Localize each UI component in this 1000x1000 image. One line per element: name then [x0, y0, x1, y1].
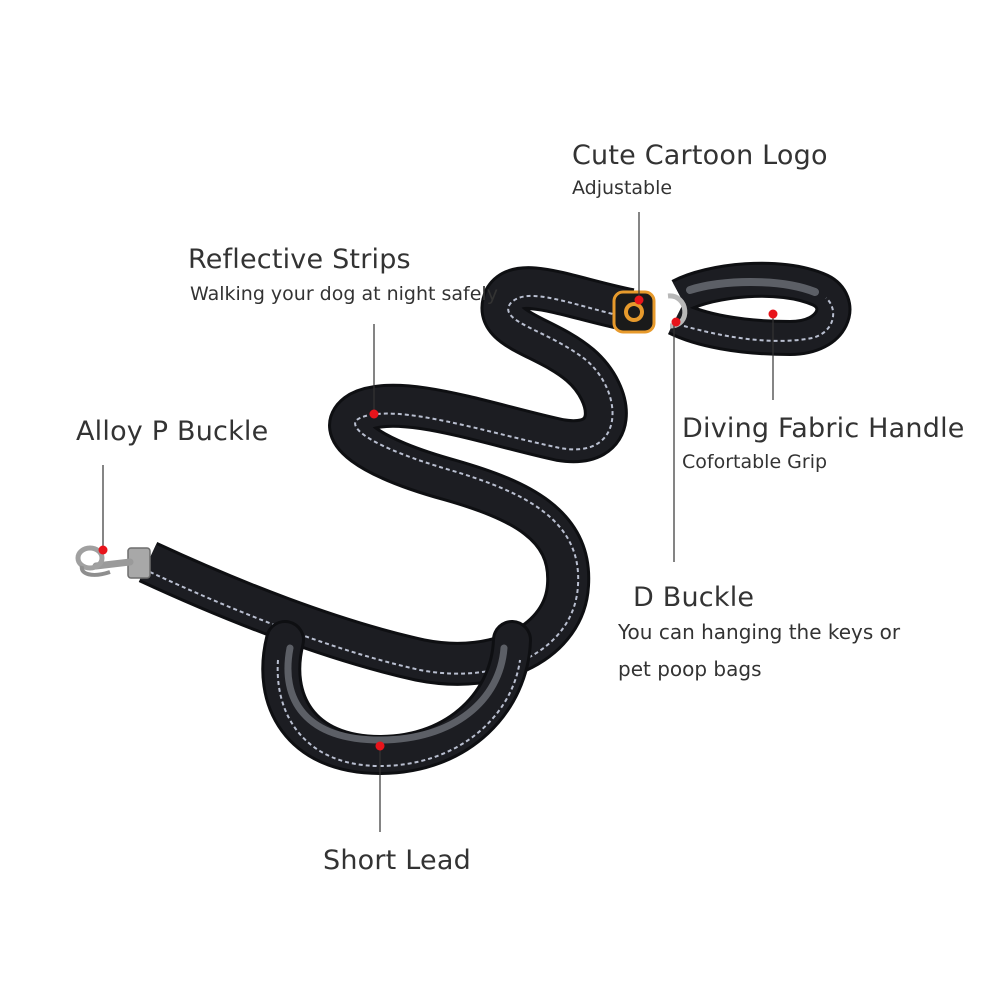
marker-dot-buckle: [98, 545, 108, 555]
marker-dot-reflective: [369, 409, 379, 419]
marker-dot-logo: [634, 295, 644, 305]
marker-dot-short-lead: [375, 741, 385, 751]
leash-strap-face: [140, 269, 634, 683]
d-buckle-subtitle-line1: You can hanging the keys or: [618, 620, 901, 644]
buckle-title: Alloy P Buckle: [76, 416, 269, 447]
logo-title: Cute Cartoon Logo: [572, 140, 828, 171]
handle-neoprene: [686, 278, 819, 296]
handle-subtitle: Cofortable Grip: [682, 451, 828, 473]
cartoon-logo-icon: [612, 290, 656, 334]
handle-title: Diving Fabric Handle: [682, 413, 965, 444]
d-buckle-subtitle-line2: pet poop bags: [618, 657, 762, 681]
reflective-stitch: [149, 295, 631, 675]
clip-hook-icon: [75, 545, 151, 579]
short-lead-title: Short Lead: [323, 845, 471, 876]
reflective-title: Reflective Strips: [188, 244, 411, 275]
logo-subtitle: Adjustable: [572, 177, 673, 199]
marker-dot-handle: [768, 309, 778, 319]
d-buckle-title: D Buckle: [633, 582, 755, 613]
short-lead-neoprene: [284, 644, 508, 744]
marker-dot-d-buckle: [671, 317, 681, 327]
reflective-subtitle: Walking your dog at night safely: [190, 283, 498, 305]
